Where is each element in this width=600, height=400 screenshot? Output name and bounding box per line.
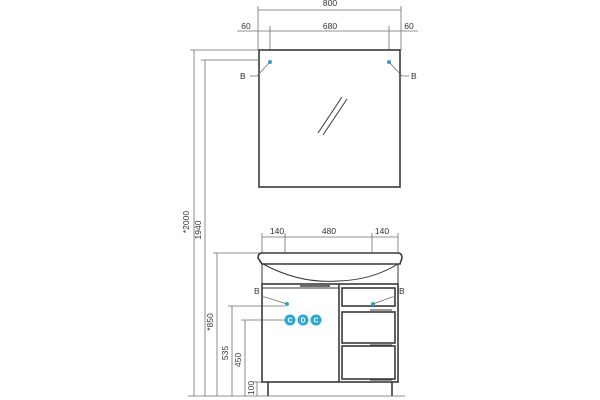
sink-basin <box>257 252 403 284</box>
svg-text:C: C <box>313 318 318 325</box>
dim-cabinet-height: *850 <box>205 313 215 331</box>
mirror-width-dimensions: 800 60 680 60 <box>237 0 418 50</box>
cabinet-point-right: B <box>371 286 405 306</box>
dim-leg-height: 100 <box>246 381 256 395</box>
connection-marker-c-left: C <box>284 314 296 326</box>
svg-text:B: B <box>411 71 417 81</box>
connection-marker-c-right: C <box>310 314 322 326</box>
dim-height-535: 535 <box>220 346 230 360</box>
dim-mirror-side-right: 60 <box>404 21 414 31</box>
dim-mirror-side-left: 60 <box>241 21 251 31</box>
dim-height-450: 450 <box>233 353 243 367</box>
dim-mirror-total-width: 800 <box>323 0 337 8</box>
svg-text:B: B <box>254 286 260 296</box>
svg-text:B: B <box>399 286 405 296</box>
mirror <box>258 49 401 188</box>
height-dimensions: *2000 1940 *850 535 450 100 <box>181 49 405 397</box>
cabinet-point-left: B <box>254 286 289 306</box>
svg-text:D: D <box>300 318 305 325</box>
dim-mirror-center: 680 <box>323 21 337 31</box>
dim-cabinet-side-left: 140 <box>270 226 284 236</box>
mirror-point-right: B <box>387 60 417 81</box>
dim-total-height: *2000 <box>181 211 191 233</box>
svg-text:B: B <box>240 71 246 81</box>
cabinet-width-dimensions: 140 480 140 <box>261 226 399 253</box>
cabinet <box>261 283 399 396</box>
connection-marker-d: D <box>297 314 309 326</box>
mirror-point-left: B <box>240 60 272 81</box>
dim-cabinet-center: 480 <box>322 226 336 236</box>
dim-cabinet-side-right: 140 <box>375 226 389 236</box>
svg-text:C: C <box>287 318 292 325</box>
dim-mirror-top-height: 1940 <box>193 220 203 239</box>
connection-markers: C D C <box>284 314 322 326</box>
